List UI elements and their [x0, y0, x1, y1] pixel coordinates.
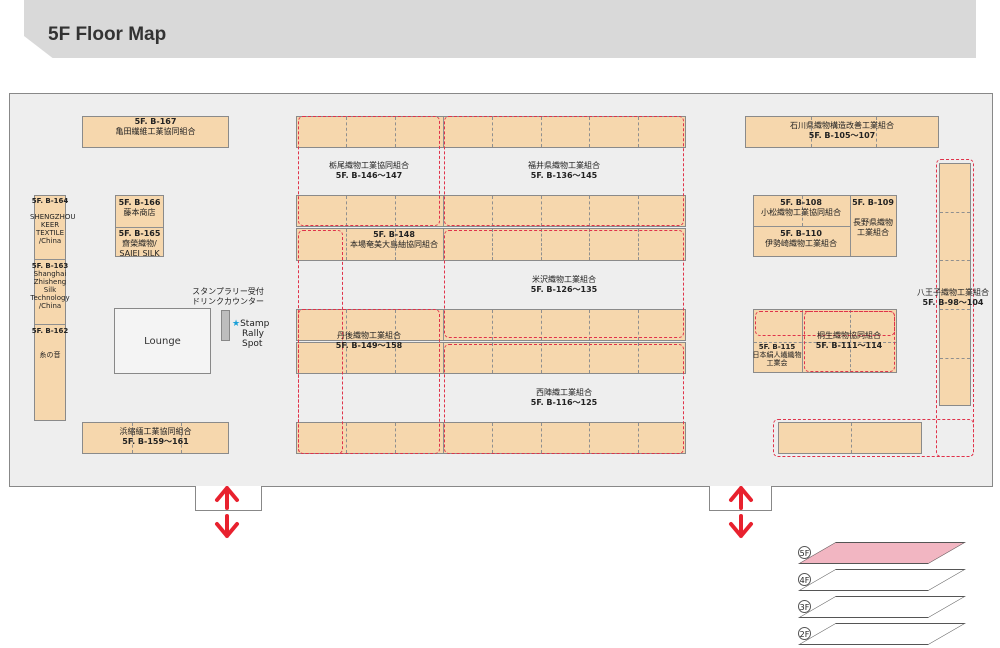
floor-area — [9, 93, 993, 487]
booth-b98-104-row[interactable] — [778, 422, 922, 454]
floor-layer-3f[interactable] — [797, 596, 966, 618]
stamp-rally-spot[interactable]: ★Stamp Rally Spot — [232, 319, 270, 349]
floor-label-5f: 5F — [798, 546, 811, 559]
group-outline-nishijin — [444, 344, 684, 454]
group-outline-tochio — [298, 116, 440, 226]
floor-layer-5f[interactable] — [797, 542, 966, 564]
booth-b167[interactable] — [82, 116, 229, 148]
booth-row-4[interactable] — [296, 309, 686, 341]
booth-b98-104-column[interactable] — [939, 163, 971, 406]
reception-label: スタンプラリー受付ドリンクカウンター — [192, 287, 264, 306]
booth-row-5[interactable] — [296, 342, 686, 374]
booth-b159-161[interactable] — [82, 422, 229, 454]
stairs-arrow-left-icon — [215, 486, 239, 538]
booth-b165-b166[interactable] — [115, 195, 164, 257]
booth-row-2[interactable] — [296, 195, 686, 227]
lounge: Lounge — [114, 308, 211, 374]
booth-b108-110[interactable] — [753, 195, 897, 257]
group-outline-kiryu — [804, 311, 895, 372]
group-outline-fukui — [444, 116, 684, 226]
floor-label-4f: 4F — [798, 573, 811, 586]
floor-label-3f: 3F — [798, 600, 811, 613]
page-title: 5F Floor Map — [48, 24, 167, 45]
header-banner — [24, 0, 976, 58]
group-outline-hachioji-row — [773, 419, 974, 457]
booth-b105-107[interactable] — [745, 116, 939, 148]
booth-b162-b164[interactable] — [34, 195, 66, 421]
booth-row-3[interactable] — [296, 228, 686, 261]
booth-b111-115[interactable] — [753, 309, 897, 373]
floor-label-2f: 2F — [798, 627, 811, 640]
drink-counter — [221, 310, 230, 341]
stairs-arrow-right-icon — [729, 486, 753, 538]
floor-layer-4f[interactable] — [797, 569, 966, 591]
group-outline-tango — [298, 309, 440, 454]
group-outline-yonezawa — [444, 230, 684, 338]
floor-layer-2f[interactable] — [797, 623, 966, 645]
group-outline-hachioji-col — [936, 159, 974, 457]
booth-row-6[interactable] — [296, 422, 686, 454]
star-icon: ★ — [232, 319, 241, 329]
